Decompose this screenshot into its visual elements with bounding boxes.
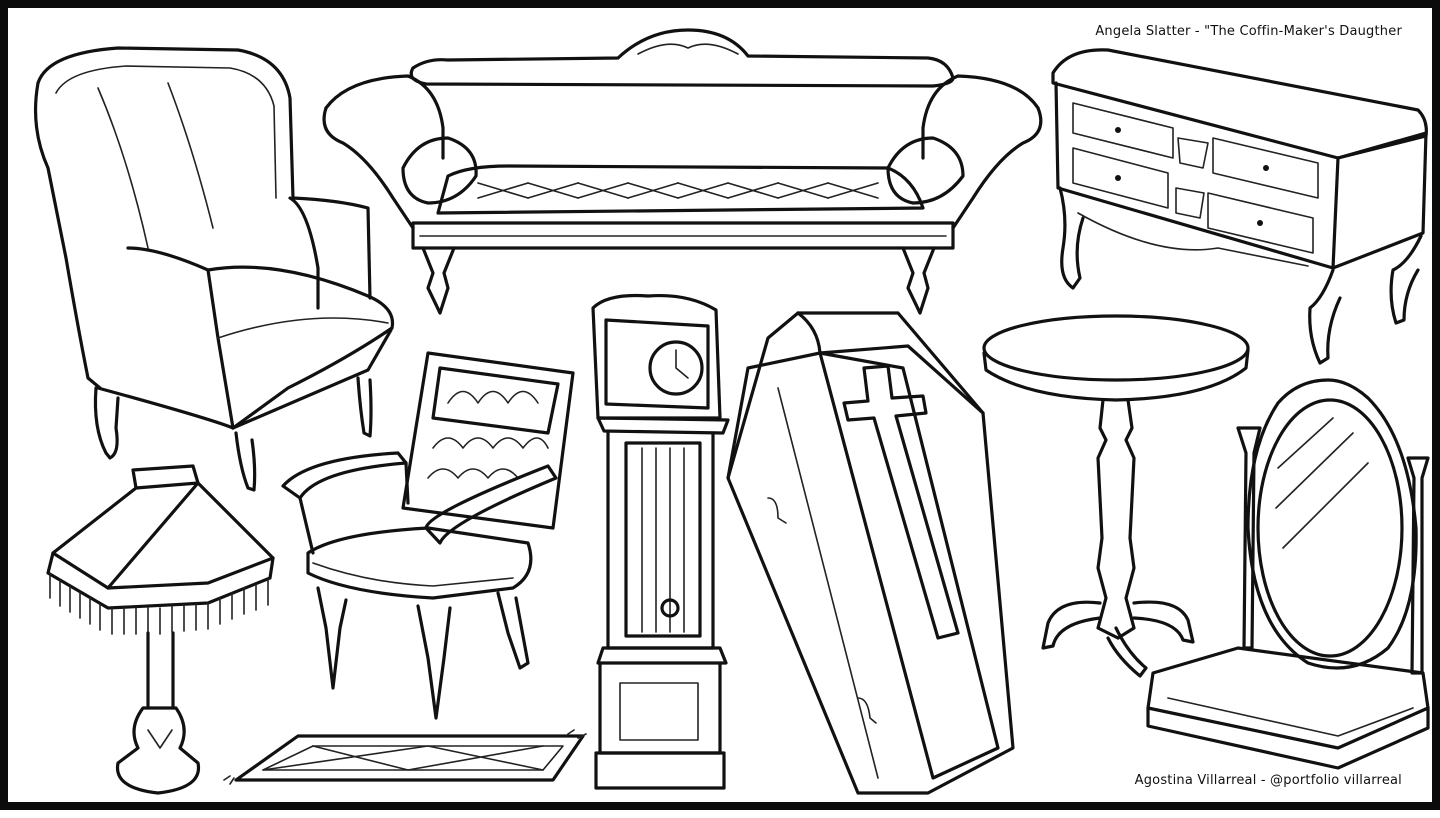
tufted-sofa [322, 28, 1043, 315]
author-credit: Angela Slatter - "The Coffin-Maker's Dau… [1095, 24, 1402, 39]
rug [223, 729, 587, 785]
grandfather-clock [591, 293, 730, 790]
coffin [726, 311, 1015, 795]
round-pedestal-table [982, 314, 1250, 678]
wingback-armchair [33, 46, 395, 492]
furniture-sketch [33, 28, 1430, 795]
oval-vanity-mirror [1146, 378, 1430, 770]
armchair [281, 351, 575, 720]
chest-of-drawers [1051, 48, 1428, 365]
artist-credit: Agostina Villarreal - @portfolio villarr… [1134, 773, 1402, 788]
table-lamp [46, 464, 275, 795]
